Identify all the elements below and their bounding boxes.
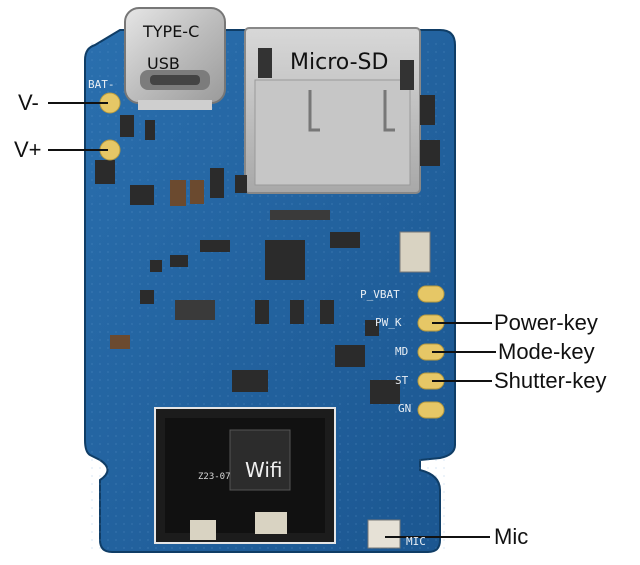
mic-component [367,519,401,549]
battery-pads [99,92,121,161]
silk-gn: GN [398,402,412,415]
silk-md: MD [395,345,409,358]
usb-c-connector [124,7,226,110]
label-type-c: TYPE-C [143,22,200,41]
silk-st: ST [395,374,409,387]
label-mode-key: Mode-key [498,339,595,364]
label-micro-sd: Micro-SD [290,50,389,75]
silk-mic: MIC [406,535,426,548]
smd-components [95,95,440,404]
micro-sd-slot [244,27,421,194]
label-shutter-key: Shutter-key [494,368,607,393]
label-power-key: Power-key [494,310,598,335]
silk-pw-k: PW_K [375,316,402,329]
leader-lines [48,102,496,538]
label-wifi: Wifi [245,458,283,482]
label-v-plus: V+ [14,137,42,162]
silk-p-vbat: P_VBAT [360,288,400,301]
wifi-module [154,407,336,544]
label-usb: USB [147,54,180,73]
label-mic: Mic [494,524,529,549]
silk-module-code: Z23-07 [198,472,231,482]
silk-bat: BAT- [88,78,115,91]
label-v-minus: V- [18,90,39,115]
